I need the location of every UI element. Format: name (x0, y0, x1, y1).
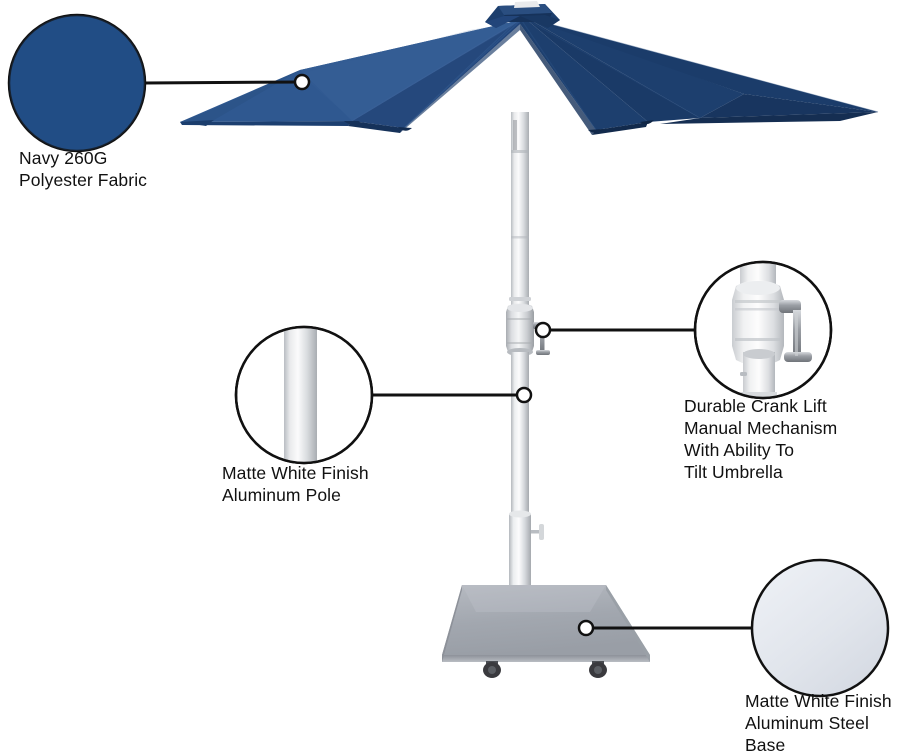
aluminum-pole-callout-label: Matte White Finish Aluminum Pole (222, 463, 369, 505)
navy-fabric-callout[interactable] (7, 13, 311, 153)
crank-lift-callout[interactable] (534, 260, 833, 400)
crank-callout-dot (534, 321, 552, 339)
umbrella-base-plate (442, 585, 650, 678)
crank-handle-detail (779, 300, 812, 362)
steel-base-callout[interactable] (577, 558, 890, 698)
product-illustration (7, 1, 890, 698)
caster-left (483, 661, 501, 678)
pole-callout-dot (515, 386, 533, 404)
canopy-top-vent (485, 1, 560, 28)
umbrella-canopy (180, 1, 879, 135)
crank-lift-callout-label: Durable Crank Lift Manual Mechanism With… (684, 396, 838, 482)
navy-fabric-callout-label: Navy 260G Polyester Fabric (19, 148, 148, 190)
caster-right (589, 661, 607, 678)
base-casters (483, 661, 607, 678)
infographic-canvas: Navy 260G Polyester Fabric Matte White F… (7, 1, 892, 755)
base-thumb-screw (531, 524, 544, 540)
fabric-callout-dot (293, 73, 311, 91)
aluminum-pole-callout[interactable] (234, 325, 533, 465)
umbrella-pole-upper (511, 112, 529, 314)
steel-base-callout-label: Matte White Finish Aluminum Steel Base (745, 691, 892, 755)
base-callout-dot (577, 619, 595, 637)
